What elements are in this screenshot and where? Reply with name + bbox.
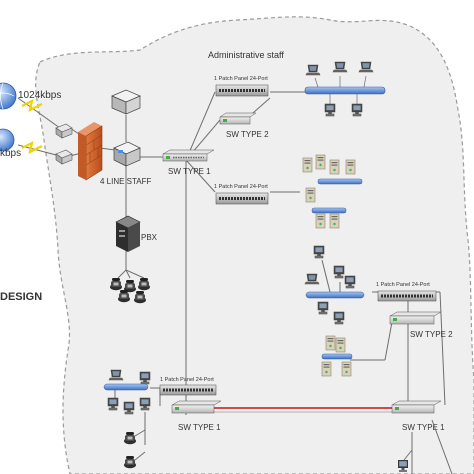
lightning-icon [21, 140, 43, 155]
server-icon [321, 361, 332, 377]
server-icon [335, 337, 346, 353]
router-icon [111, 89, 141, 115]
switch-icon [171, 400, 222, 414]
computer-icon [344, 275, 356, 289]
server-icon [305, 187, 316, 203]
sw-type2-right-label: SW TYPE 2 [410, 330, 453, 339]
design-label: DESIGN [0, 291, 42, 303]
line-staff-device [113, 141, 141, 167]
internet-globe-top [0, 82, 17, 110]
computer-icon [139, 371, 151, 385]
pbx-unit [115, 215, 141, 252]
patch-panel-admin-label: 1 Patch Panel 24-Port [214, 76, 268, 82]
computer-icon [398, 460, 408, 472]
patch-panel-admin: 1 Patch Panel 24-Port [214, 76, 269, 97]
globe-icon [0, 128, 15, 152]
lightning-icon [21, 98, 43, 113]
server-icon [341, 361, 352, 377]
switch-icon [389, 311, 442, 325]
modem-top [55, 123, 73, 139]
sw-type1-bottom-left-label: SW TYPE 1 [178, 423, 221, 432]
server-icon [302, 157, 313, 173]
right-computers [304, 245, 365, 325]
right-servers [321, 335, 353, 377]
computer-icon [351, 103, 363, 117]
server-icon [345, 159, 356, 175]
sw-type1-main-label: SW TYPE 1 [168, 167, 211, 176]
sw-type1-bottom-right-label: SW TYPE 1 [402, 423, 445, 432]
patch-panel-servers: 1 Patch Panel 24-Port [214, 184, 269, 205]
sw-type1-main [162, 149, 215, 162]
server-icon [329, 213, 340, 229]
computer-icon [333, 265, 345, 279]
internet-globe-bottom [0, 128, 15, 152]
admin-hub [304, 86, 386, 95]
switch-icon [391, 400, 442, 414]
sw-type1-bottom-left [171, 400, 222, 414]
firewall-icon [78, 122, 103, 181]
patch-panel-right: 1 Patch Panel 24-Port [376, 282, 437, 302]
computer-icon [333, 311, 345, 325]
bottom-left-computers [103, 369, 151, 415]
speed-label-bottom: kbps [0, 148, 21, 159]
sw-type1-bottom-right [391, 400, 442, 414]
switch-icon [219, 112, 257, 125]
modem-icon [55, 123, 73, 139]
admin-computers [305, 61, 374, 117]
sw-type2-admin-label: SW TYPE 2 [226, 130, 269, 139]
computer-icon [107, 397, 119, 411]
patch-panel-servers-label: 1 Patch Panel 24-Port [214, 184, 268, 190]
server-icon [315, 213, 326, 229]
server-icon [329, 159, 340, 175]
sw-type2-right [389, 311, 442, 325]
servers [302, 154, 363, 229]
modem-icon [113, 141, 141, 167]
computer-icon [123, 401, 135, 415]
modem-bottom [55, 149, 73, 165]
switch-icon [162, 149, 215, 162]
router [111, 89, 141, 115]
patch-panel-icon [215, 192, 269, 205]
line-staff-label: 4 LINE STAFF [100, 177, 152, 186]
computer-icon [317, 301, 329, 315]
computer-icon [313, 245, 325, 259]
admin-staff-title: Administrative staff [208, 50, 284, 60]
pbx-label: PBX [141, 233, 158, 242]
server-icon [315, 154, 326, 170]
speed-label-top: 1024kbps [18, 90, 61, 101]
patch-panel-right-label: 1 Patch Panel 24-Port [376, 282, 430, 288]
patch-panel-icon [215, 84, 269, 97]
pbx-cabinet-icon [115, 215, 141, 252]
firewall [78, 122, 103, 181]
patch-panel-bottom-left: 1 Patch Panel 24-Port [159, 377, 217, 396]
patch-panel-bottom-left-label: 1 Patch Panel 24-Port [160, 377, 214, 383]
patch-panel-icon [159, 384, 217, 396]
server-icon [325, 335, 336, 351]
sw-type2-admin [219, 112, 257, 125]
computer-icon [324, 103, 336, 117]
computer-icon [139, 397, 151, 411]
modem-icon [55, 149, 73, 165]
patch-panel-icon [377, 290, 437, 302]
